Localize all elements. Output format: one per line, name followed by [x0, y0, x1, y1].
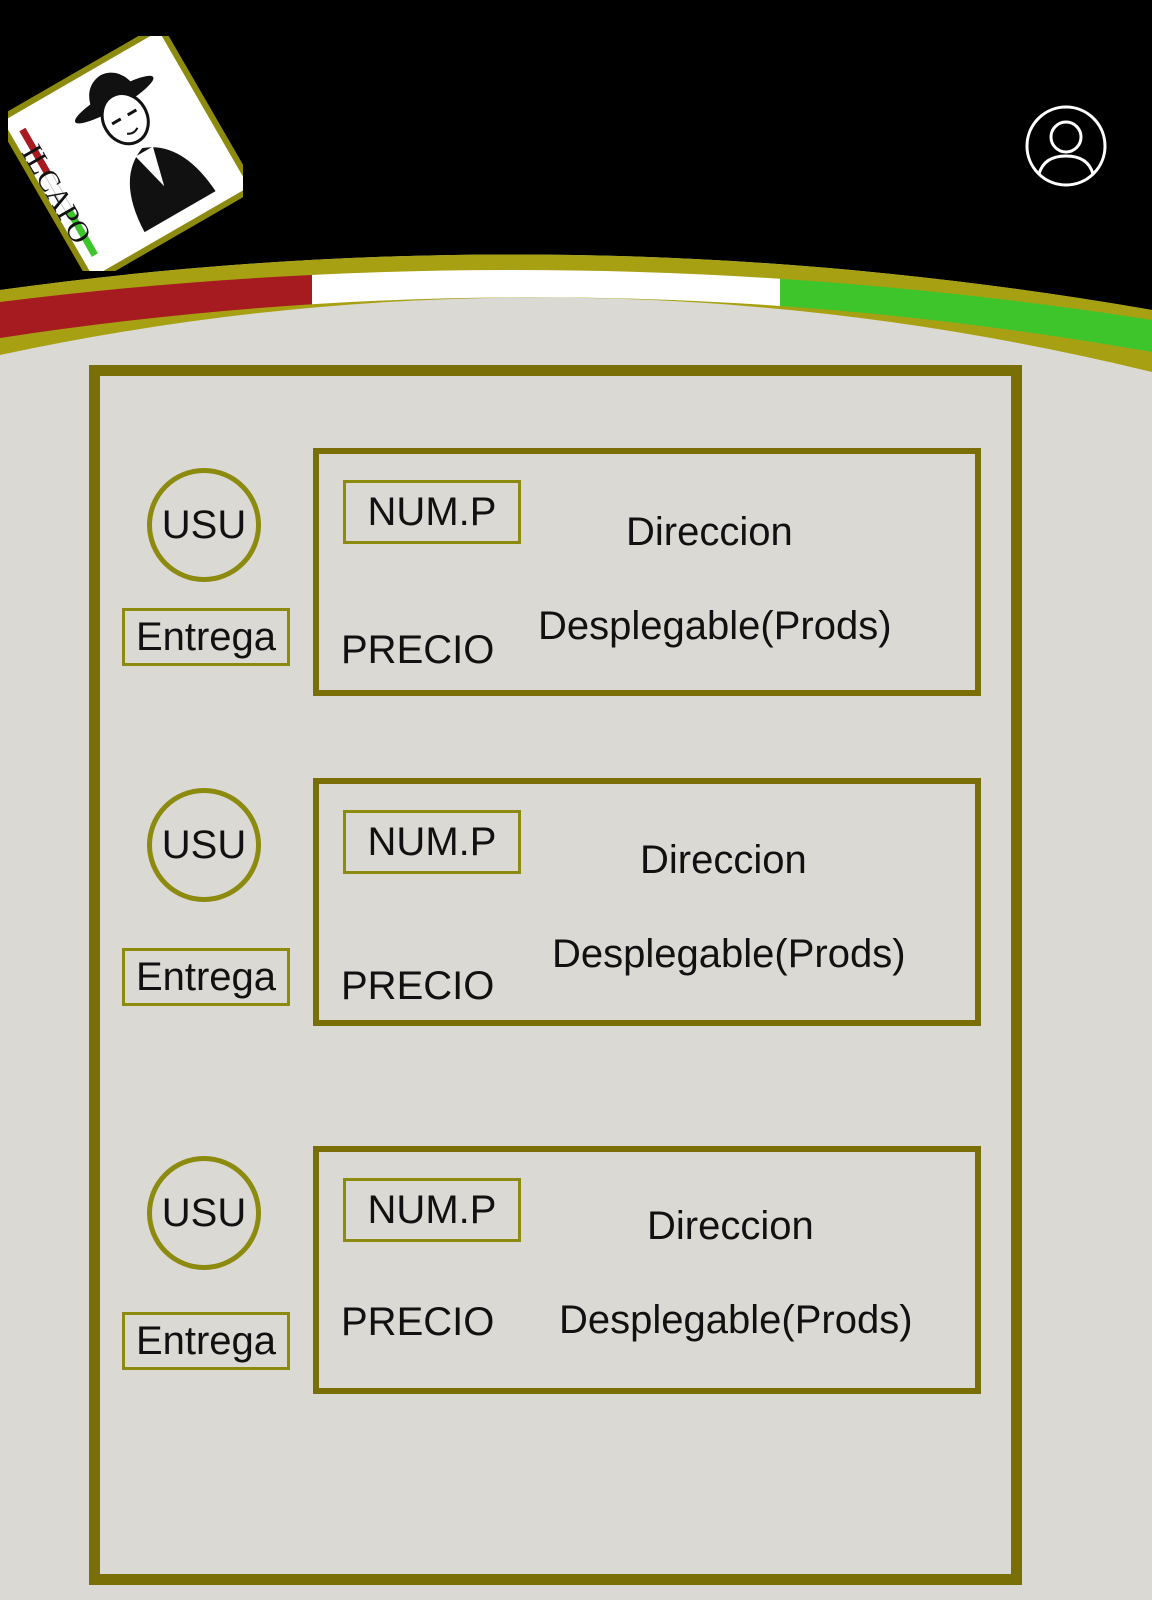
logo-text: ILCAPO	[15, 139, 98, 249]
ilcapo-logo[interactable]: ILCAPO	[0, 22, 258, 286]
order-price: PRECIO	[341, 964, 495, 1008]
entrega-button[interactable]: Entrega	[122, 948, 290, 1006]
order-price: PRECIO	[341, 1300, 495, 1344]
user-avatar: USU	[147, 468, 261, 582]
order-address: Direccion	[640, 838, 807, 882]
user-avatar: USU	[147, 788, 261, 902]
user-avatar: USU	[147, 1156, 261, 1270]
order-number: NUM.P	[343, 1178, 521, 1242]
header-banner	[0, 0, 1152, 372]
order-number: NUM.P	[343, 480, 521, 544]
products-dropdown[interactable]: Desplegable(Prods)	[559, 1298, 913, 1342]
order-address: Direccion	[626, 510, 793, 554]
order-card[interactable]: NUM.P Direccion PRECIO Desplegable(Prods…	[313, 778, 981, 1026]
order-address: Direccion	[647, 1204, 814, 1248]
products-dropdown[interactable]: Desplegable(Prods)	[552, 932, 906, 976]
order-price: PRECIO	[341, 628, 495, 672]
entrega-button[interactable]: Entrega	[122, 1312, 290, 1370]
order-card[interactable]: NUM.P Direccion PRECIO Desplegable(Prods…	[313, 448, 981, 696]
order-card[interactable]: NUM.P Direccion PRECIO Desplegable(Prods…	[313, 1146, 981, 1394]
user-profile-button[interactable]	[1024, 104, 1108, 188]
products-dropdown[interactable]: Desplegable(Prods)	[538, 604, 892, 648]
orders-panel	[89, 365, 1022, 1585]
order-number: NUM.P	[343, 810, 521, 874]
entrega-button[interactable]: Entrega	[122, 608, 290, 666]
user-profile-icon	[1025, 105, 1107, 187]
